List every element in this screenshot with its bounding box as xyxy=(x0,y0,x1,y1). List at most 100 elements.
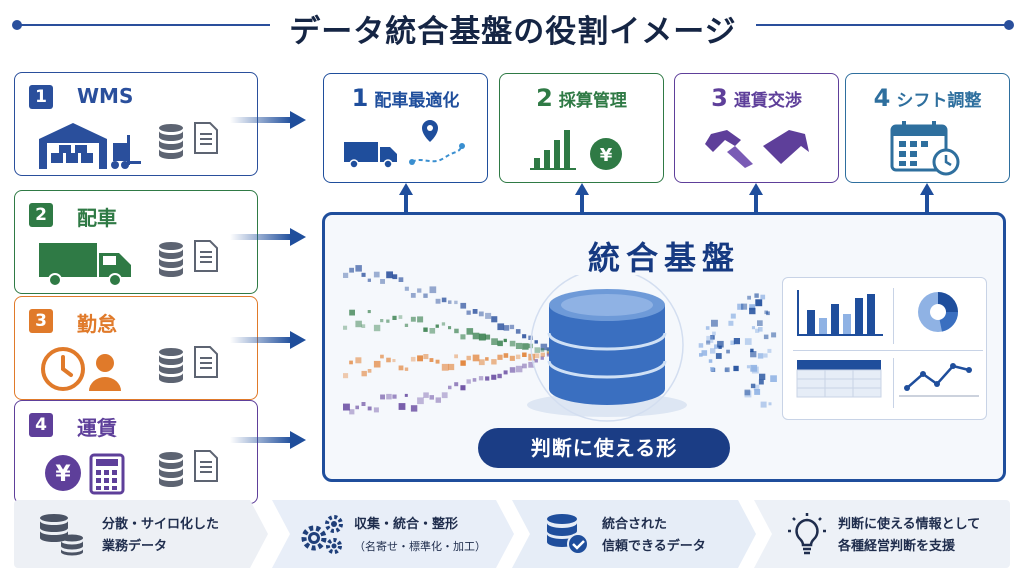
arrow-up-icon xyxy=(920,183,934,213)
arrow-up-icon xyxy=(749,183,763,213)
data-particle xyxy=(728,320,734,326)
data-particle xyxy=(392,274,398,280)
data-particle xyxy=(491,316,498,323)
data-particle xyxy=(497,354,503,360)
arrow-up-icon xyxy=(399,183,413,213)
data-particle xyxy=(417,355,423,362)
data-particle xyxy=(509,324,515,330)
data-particle xyxy=(441,392,448,399)
data-particle xyxy=(410,316,416,322)
data-particle xyxy=(744,389,751,396)
data-particle xyxy=(441,297,447,303)
data-particle xyxy=(485,376,490,381)
data-particle xyxy=(485,357,489,361)
data-particle xyxy=(768,402,772,406)
data-particle xyxy=(497,340,503,347)
document-icon xyxy=(194,346,218,378)
data-particle xyxy=(472,332,480,340)
process-step-decision-support: 判断に使える情報として各種経営判断を支援 xyxy=(754,500,1010,568)
data-particle xyxy=(534,359,538,363)
bar-chart-yen-icon: ¥ xyxy=(530,130,622,170)
data-particle xyxy=(540,356,544,360)
data-particle xyxy=(355,405,359,410)
document-icon xyxy=(194,240,218,272)
arrow-right-icon xyxy=(230,228,306,246)
platform-title: 統合基盤 xyxy=(587,239,740,277)
data-particle xyxy=(708,359,713,363)
data-particle xyxy=(466,310,471,315)
data-particle xyxy=(343,325,348,330)
data-particle xyxy=(753,384,760,391)
data-particle xyxy=(746,365,750,369)
data-particle xyxy=(767,348,772,353)
data-particle xyxy=(392,315,397,320)
data-particle xyxy=(698,343,704,348)
database-icon xyxy=(159,452,183,487)
data-particle xyxy=(472,378,477,382)
data-particle xyxy=(398,277,404,282)
data-particle xyxy=(749,304,756,311)
analytics-dashboard-panel xyxy=(782,277,987,420)
data-particle xyxy=(717,340,724,348)
data-particle xyxy=(478,311,484,317)
data-particle xyxy=(373,360,381,368)
data-particle xyxy=(448,363,455,371)
process-step-siloed-data: 分散・サイロ化した業務データ xyxy=(14,500,270,568)
data-particle xyxy=(733,338,740,345)
data-particle xyxy=(770,375,777,382)
data-particle xyxy=(711,319,718,327)
data-particle xyxy=(380,354,384,359)
data-particle xyxy=(710,335,715,340)
data-particle xyxy=(386,319,390,323)
data-particle xyxy=(466,355,471,361)
data-particle xyxy=(429,286,437,294)
calendar-clock-icon xyxy=(890,121,960,176)
data-particle xyxy=(435,298,441,304)
clock-person-icon xyxy=(41,347,121,391)
data-particle xyxy=(497,373,502,379)
data-particle xyxy=(733,365,739,372)
source-label: WMS xyxy=(77,84,134,108)
data-particle xyxy=(730,340,735,345)
data-particle xyxy=(392,394,397,399)
data-particle xyxy=(755,299,763,307)
data-particle xyxy=(398,403,406,410)
data-particle xyxy=(701,350,708,356)
data-particle xyxy=(528,361,535,368)
arrow-right-icon xyxy=(230,331,306,349)
data-particle xyxy=(522,352,527,357)
incoming-data-particles xyxy=(343,265,552,415)
page-title: データ統合基盤の役割イメージ xyxy=(289,14,737,50)
svg-text:¥: ¥ xyxy=(55,462,71,487)
data-particle xyxy=(758,327,763,332)
title-line-left xyxy=(14,24,270,26)
data-particle xyxy=(373,324,381,332)
data-particle xyxy=(710,367,715,372)
source-label: 勤怠 xyxy=(77,312,117,336)
usable-form-badge: 判断に使える形 xyxy=(478,428,730,468)
arrow-right-icon xyxy=(230,111,306,129)
step-text: 収集・統合・整形（名寄せ・標準化・加工） xyxy=(354,517,486,553)
data-particle xyxy=(454,354,458,359)
data-particle xyxy=(751,326,755,330)
data-particle xyxy=(367,278,371,282)
data-particle xyxy=(392,359,396,363)
truck-route-icon xyxy=(344,120,465,169)
data-particle xyxy=(764,310,768,315)
data-particle xyxy=(757,320,763,326)
data-particle xyxy=(386,393,392,400)
data-particle xyxy=(466,328,474,335)
source-number: 2 xyxy=(29,203,53,227)
handshake-icon xyxy=(705,130,809,168)
data-particle xyxy=(515,354,521,360)
data-particle xyxy=(417,397,424,405)
data-particle xyxy=(771,332,777,338)
source-card-wms: 1 WMS xyxy=(14,72,258,176)
data-particle xyxy=(355,357,362,364)
database-icon xyxy=(159,348,183,383)
data-particle xyxy=(737,303,744,310)
data-particle xyxy=(380,279,385,284)
